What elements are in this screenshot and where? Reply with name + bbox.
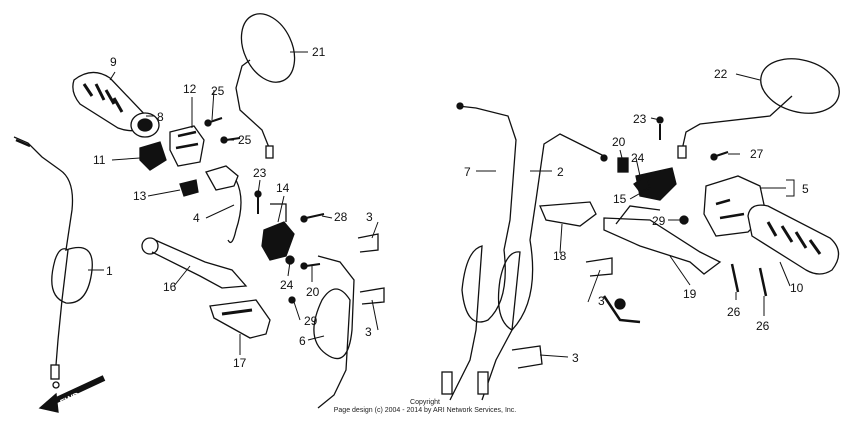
callout-14: 14 bbox=[276, 181, 290, 195]
copyright-line-2: Page design (c) 2004 - 2014 by ARI Netwo… bbox=[333, 407, 517, 414]
callout-13: 13 bbox=[133, 189, 147, 203]
clutch-cable-part bbox=[13, 136, 93, 389]
callout-15: 15 bbox=[613, 192, 627, 206]
callout-7: 7 bbox=[464, 165, 471, 179]
callout-24b: 24 bbox=[280, 278, 294, 292]
callout-10: 10 bbox=[790, 281, 804, 295]
screw-parts bbox=[204, 117, 325, 304]
callout-20b: 20 bbox=[306, 285, 320, 299]
callout-23b: 23 bbox=[253, 166, 267, 180]
callout-22: 22 bbox=[714, 67, 728, 81]
callout-8: 8 bbox=[157, 110, 164, 124]
callout-25b: 25 bbox=[238, 133, 252, 147]
fwd-arrow-icon bbox=[38, 375, 106, 413]
callout-21: 21 bbox=[312, 45, 326, 59]
callout-16: 16 bbox=[163, 280, 177, 294]
right-grip-part bbox=[747, 204, 840, 275]
callout-1: 1 bbox=[106, 264, 113, 278]
callout-19: 19 bbox=[683, 287, 697, 301]
callout-5: 5 bbox=[802, 182, 809, 196]
copyright-line-1: Copyright bbox=[410, 399, 440, 406]
callout-29b: 29 bbox=[652, 214, 666, 228]
long-cables-part bbox=[441, 102, 608, 401]
callout-3b: 3 bbox=[365, 325, 372, 339]
callout-26b: 26 bbox=[756, 319, 770, 333]
callout-23a: 23 bbox=[633, 112, 647, 126]
callout-20a: 20 bbox=[612, 135, 626, 149]
left-grip-part bbox=[72, 71, 160, 138]
callout-2: 2 bbox=[557, 165, 564, 179]
callout-26a: 26 bbox=[727, 305, 741, 319]
callout-18: 18 bbox=[553, 249, 567, 263]
callout-29a: 29 bbox=[304, 314, 318, 328]
right-mirror-part bbox=[677, 58, 840, 159]
callout-24a: 24 bbox=[631, 151, 645, 165]
left-mirror-part bbox=[235, 13, 296, 159]
callout-3c: 3 bbox=[598, 294, 605, 308]
callout-labels: 1 2 3 3 3 3 4 5 6 7 8 9 10 11 12 13 14 1… bbox=[93, 45, 809, 370]
callout-12: 12 bbox=[183, 82, 197, 96]
bracket-part bbox=[179, 179, 199, 197]
clamp-part bbox=[261, 221, 295, 261]
callout-6: 6 bbox=[299, 334, 306, 348]
callout-3a: 3 bbox=[366, 210, 373, 224]
lower-housing-part bbox=[209, 299, 271, 339]
callout-17: 17 bbox=[233, 356, 247, 370]
clip-part bbox=[357, 233, 379, 253]
brake-lever-part bbox=[141, 165, 248, 289]
callout-28: 28 bbox=[334, 210, 348, 224]
leader-lines bbox=[88, 51, 791, 358]
right-lever-part bbox=[539, 201, 722, 324]
callout-3d: 3 bbox=[572, 351, 579, 365]
bolt-part bbox=[730, 263, 740, 293]
callout-11: 11 bbox=[93, 153, 106, 167]
throttle-cable-part bbox=[313, 255, 355, 409]
callout-25a: 25 bbox=[211, 84, 225, 98]
callout-9: 9 bbox=[110, 55, 117, 69]
callout-27: 27 bbox=[750, 147, 764, 161]
callout-4: 4 bbox=[193, 211, 200, 225]
